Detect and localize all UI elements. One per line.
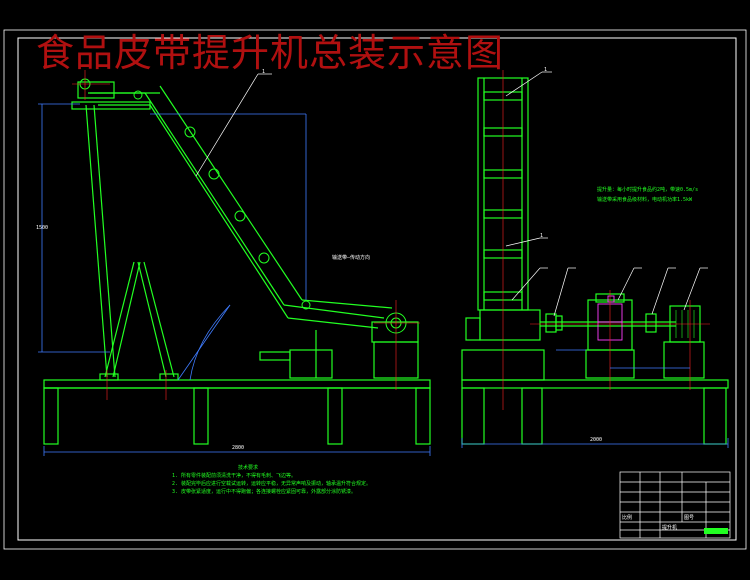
front-view: [43, 81, 431, 445]
part-label-1b: 1: [544, 67, 548, 73]
legend-line: 提升量：每小时提升食品约2吨，带速0.5m/s: [597, 187, 699, 193]
note-line: 3. 皮带张紧适度，运行中不得跑偏；各连接螺栓应紧固可靠，外露部分涂防锈漆。: [172, 489, 357, 495]
part-label-1a: 1: [262, 69, 266, 75]
title-block-r3: 图号: [684, 515, 695, 521]
dim-side-width: 2000: [590, 437, 603, 443]
side-view: [461, 77, 729, 445]
title-block-r2: 比例: [622, 515, 633, 521]
title-block-r1: 提升机: [662, 525, 678, 531]
side-centerlines: [502, 70, 710, 410]
legend-line: 输送带采用食品级材料，电动机功率1.5kW: [597, 197, 693, 203]
mid-note: 输送带—传动方向: [332, 255, 371, 261]
drawing-title: 食品皮带提升机总装示意图: [36, 31, 505, 75]
note-line: 1. 所有零件装配前须清洗干净，不得有毛刺、飞边等。: [172, 473, 297, 479]
part-label-1c: 1: [540, 233, 544, 239]
title-block-tag: [704, 528, 728, 534]
front-centerlines: [72, 70, 420, 400]
technical-notes: 技术要求 1. 所有零件装配前须清洗干净，不得有毛刺、飞边等。 2. 装配完毕后…: [172, 464, 371, 496]
note-line: 2. 装配完毕后应进行空载试运转，运转应平稳，无异常声响及振动，轴承温升符合规定…: [172, 481, 372, 487]
front-dimensions: [38, 103, 431, 456]
notes-header: 技术要求: [238, 465, 259, 471]
dim-height: 1500: [36, 225, 49, 231]
dim-width: 2800: [232, 445, 245, 451]
sheet-inner-border: [17, 37, 737, 541]
front-slats: [79, 78, 407, 334]
side-dimensions: [461, 349, 729, 448]
side-leaders: [505, 71, 708, 317]
front-leader: [195, 73, 272, 177]
sheet-outer-border: [3, 29, 747, 550]
title-block: [619, 471, 731, 539]
spec-legend: 提升量：每小时提升食品约2吨，带速0.5m/s 输送带采用食品级材料，电动机功率…: [597, 185, 698, 205]
